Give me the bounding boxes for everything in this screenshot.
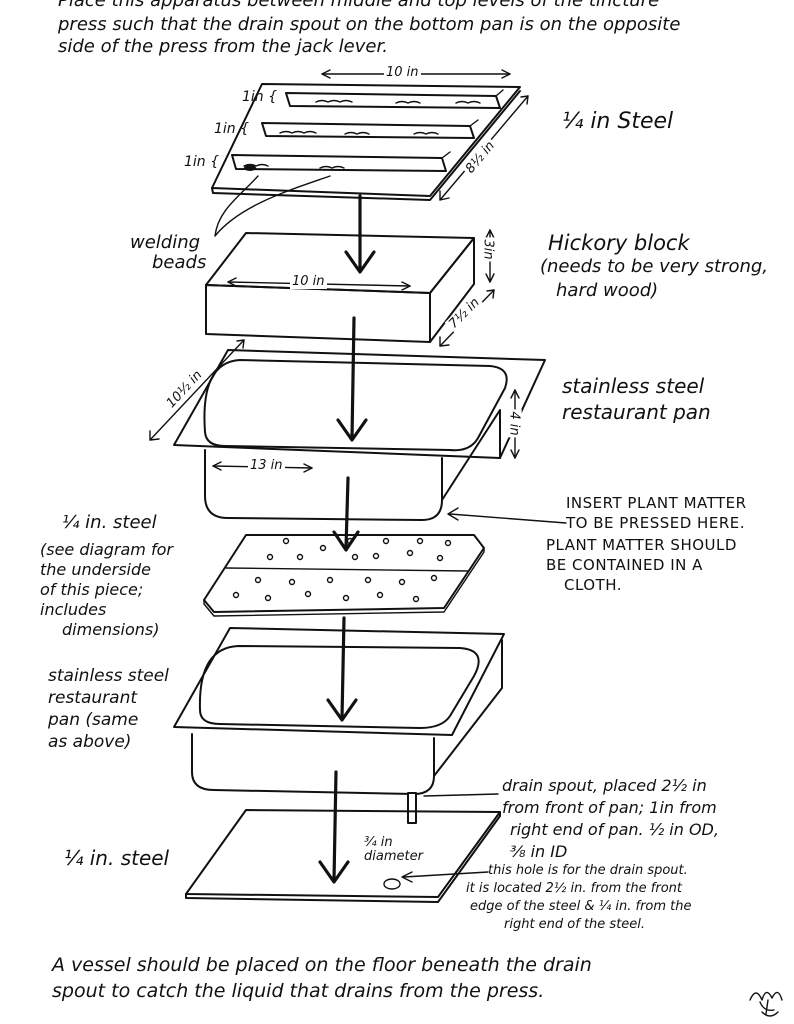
header-line-1: Place this apparatus between middle and … [58, 0, 660, 11]
perforated-plate-2: (see diagram for [40, 540, 173, 559]
drain-hole [383, 878, 401, 890]
drain-spout [407, 792, 417, 824]
top-plate-length: 10 in [384, 65, 421, 80]
hickory-length: 10 in [290, 274, 327, 289]
hickory-height: 3in [480, 237, 496, 262]
lower-pan-label-1: stainless steel [48, 666, 169, 686]
perforated-plate-5: includes [40, 600, 107, 619]
drain-note-2: from front of pan; 1in from [502, 798, 717, 817]
hole-note-leader [401, 871, 489, 883]
header-line-3: side of the press from the jack lever. [58, 36, 388, 57]
top-steel-plate [211, 69, 529, 201]
drain-note-4: ⅜ in ID [510, 842, 568, 861]
footer-line-2: spout to catch the liquid that drains fr… [52, 980, 545, 1002]
signature-mark [749, 991, 783, 1017]
hole-size-2: diameter [364, 849, 423, 864]
hole-note-3: edge of the steel & ¼ in. from the [470, 899, 692, 914]
welding-label-1: welding [130, 232, 201, 253]
perforated-plate-1: ¼ in. steel [62, 512, 157, 533]
upper-pan-label-1: stainless steel [562, 374, 705, 398]
top-plate-material: ¼ in Steel [562, 109, 674, 134]
perforated-plate-6: dimensions) [62, 620, 160, 639]
hole-note-2: it is located 2½ in. from the front [466, 881, 682, 896]
lower-restaurant-pan [173, 627, 505, 824]
upper-pan-depth: 4 in [506, 409, 522, 438]
insert-note-5: CLOTH. [564, 576, 623, 594]
insert-note-1: INSERT PLANT MATTER [566, 494, 747, 512]
bar-height-3: 1in { [184, 154, 220, 170]
header-line-2: press such that the drain spout on the b… [58, 14, 681, 35]
hole-note-4: right end of the steel. [504, 917, 646, 932]
upper-pan-length: 13 in [248, 458, 285, 473]
hickory-block [205, 229, 495, 347]
hickory-note-2: hard wood) [556, 280, 659, 301]
lower-pan-label-2: restaurant [48, 688, 138, 708]
base-steel-plate [185, 809, 501, 903]
insert-note-2: TO BE PRESSED HERE. [566, 514, 745, 532]
upper-restaurant-pan [149, 339, 546, 521]
welding-beads-leader [214, 175, 331, 237]
drain-note-3: right end of pan. ½ in OD, [510, 820, 719, 839]
drain-note-1: drain spout, placed 2½ in [502, 776, 707, 795]
bar-height-2: 1in { [214, 121, 250, 137]
footer-line-1: A vessel should be placed on the floor b… [52, 954, 592, 976]
hickory-note-1: (needs to be very strong, [540, 256, 769, 277]
welding-label-2: beads [152, 252, 207, 273]
assembly-arrows [318, 194, 376, 884]
perforated-plate-3: the underside [40, 560, 151, 579]
lower-pan-label-4: as above) [48, 732, 132, 752]
bar-height-1: 1in { [242, 89, 278, 105]
lower-pan-label-3: pan (same [48, 710, 139, 730]
hickory-title: Hickory block [548, 231, 690, 255]
hole-note-1: this hole is for the drain spout. [488, 863, 688, 878]
perforated-steel-plate [203, 534, 485, 617]
perforated-plate-4: of this piece; [40, 580, 144, 599]
insert-note-leader [447, 507, 567, 524]
upper-pan-label-2: restaurant pan [562, 400, 711, 424]
hole-size-1: ¾ in [364, 835, 393, 850]
insert-note-4: BE CONTAINED IN A [546, 556, 703, 574]
insert-note-3: PLANT MATTER SHOULD [546, 536, 737, 554]
drain-note-leader [423, 793, 499, 797]
base-plate-material: ¼ in. steel [64, 846, 170, 870]
